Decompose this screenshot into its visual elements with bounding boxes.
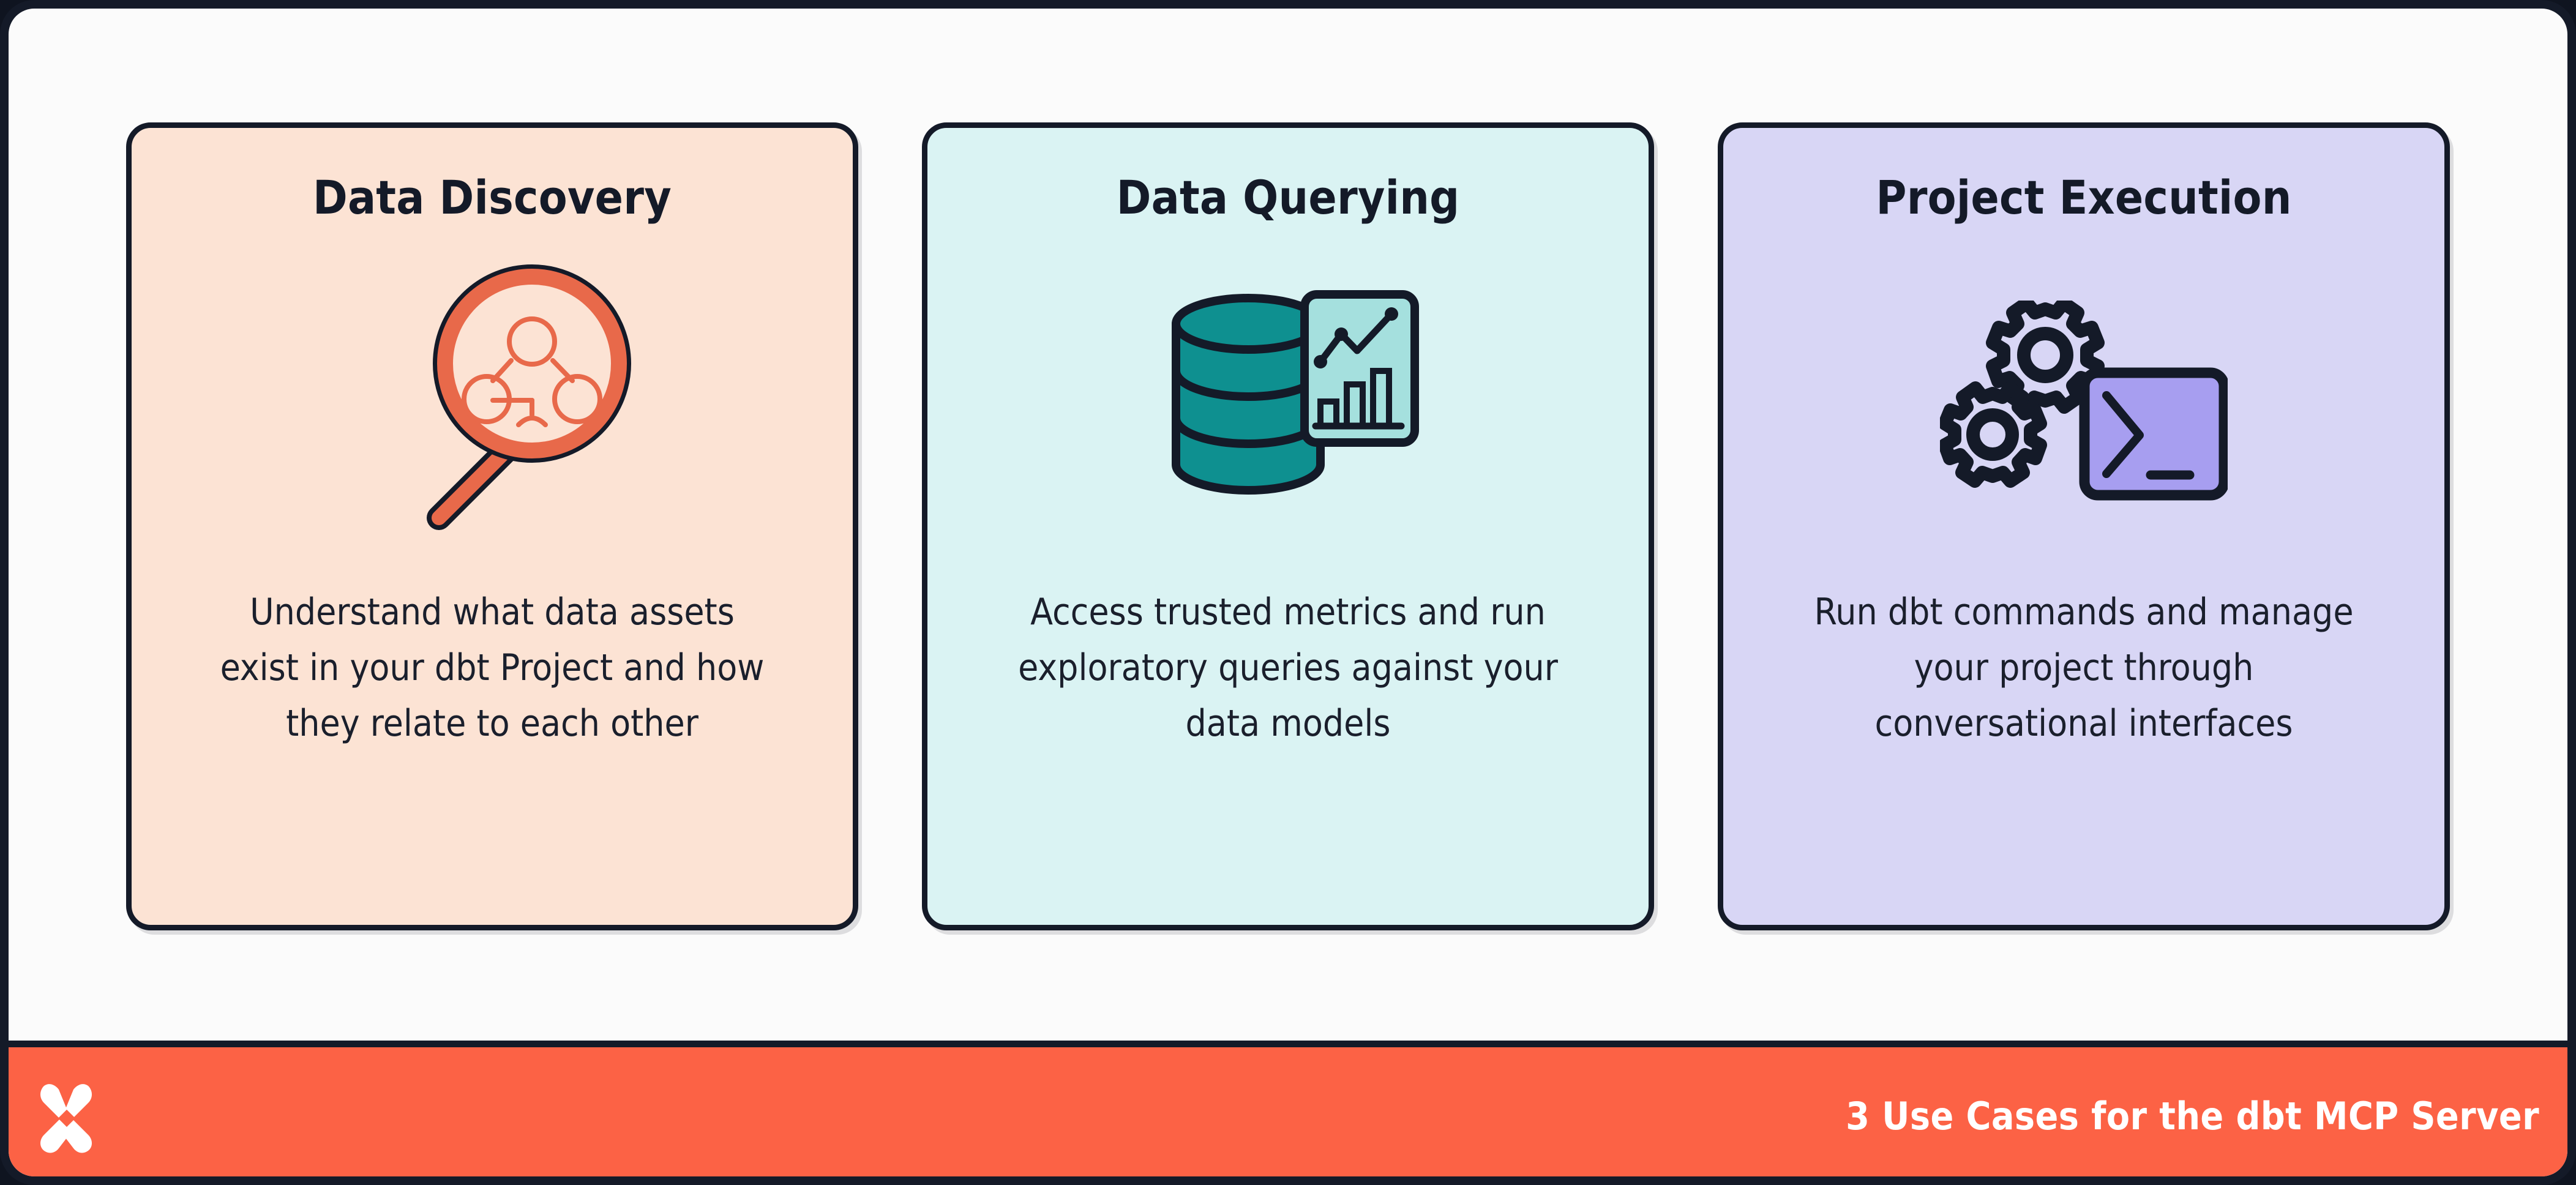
magnifying-glass-network-icon [132,233,853,576]
gears-terminal-icon [1723,233,2444,576]
card-body: Access trusted metrics and run explorato… [1018,591,1558,746]
footer-bar: 3 Use Cases for the dbt MCP Server [9,1041,2567,1176]
dbt-logo[interactable] [33,1080,99,1153]
cards-row: Data Discovery [9,9,2567,1049]
card-title: Data Discovery [313,170,672,225]
card-data-querying[interactable]: Data Querying [922,122,1654,930]
card-data-discovery[interactable]: Data Discovery [126,122,858,930]
card-body: Run dbt commands and manage your project… [1814,591,2354,746]
card-project-execution[interactable]: Project Execution [1718,122,2450,930]
card-body: Understand what data assets exist in you… [220,591,765,746]
card-title: Data Querying [1116,170,1460,225]
database-chart-icon [927,233,1649,576]
footer-title: 3 Use Cases for the dbt MCP Server [1846,1094,2539,1138]
card-title: Project Execution [1876,170,2292,225]
